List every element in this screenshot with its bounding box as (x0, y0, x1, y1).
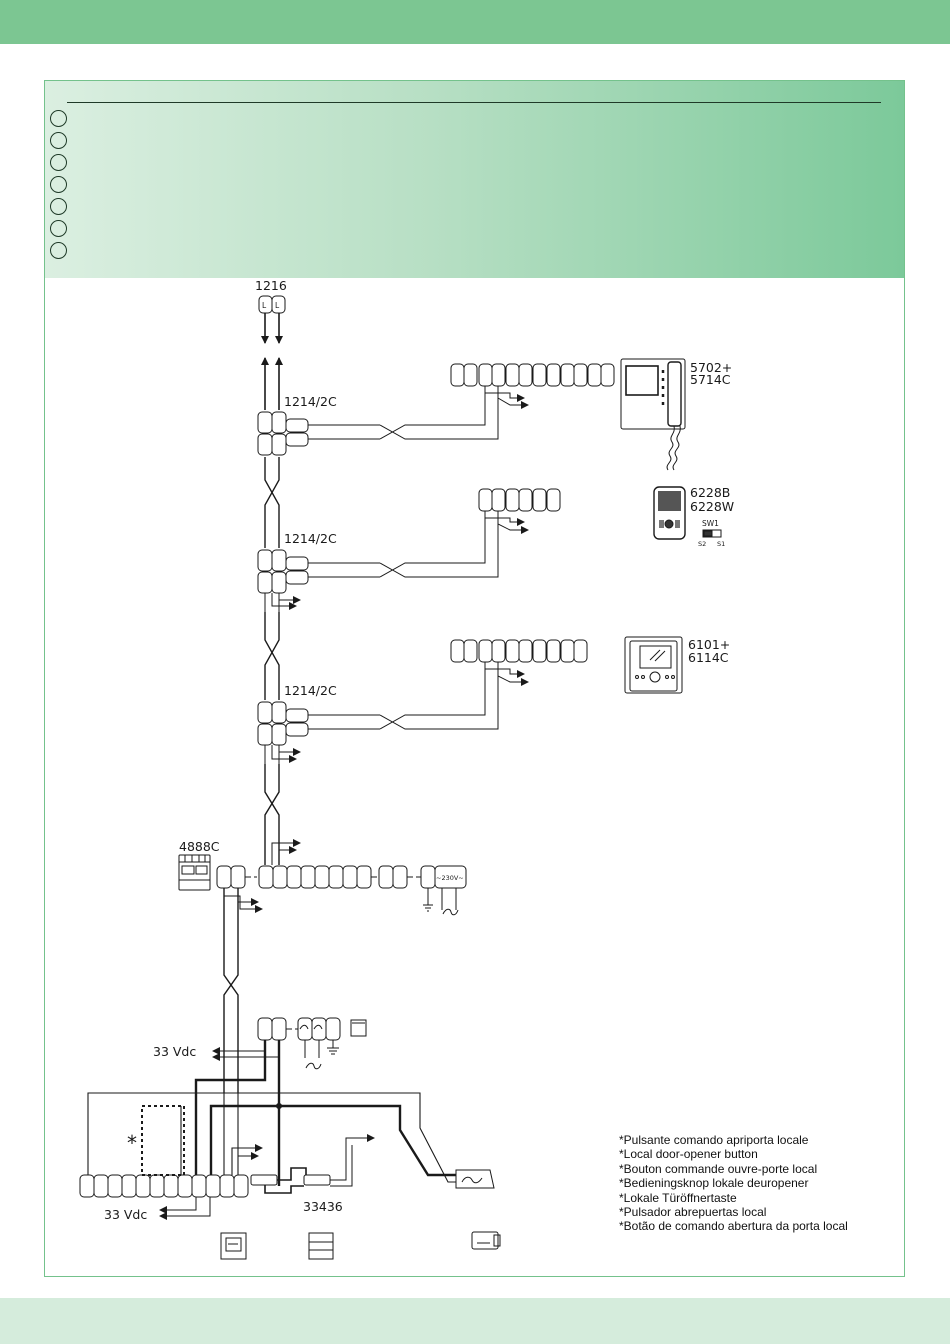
monitor-2-terminals (478, 488, 561, 534)
language-marker-1 (50, 110, 67, 127)
code-distributor-3: 1214/2C (284, 683, 337, 698)
code-module-33436: 33436 (303, 1199, 343, 1214)
code-distributor-1: 1214/2C (284, 394, 337, 409)
power-supply-4888c-icon (178, 854, 211, 891)
entrance-panel-icon (220, 1232, 247, 1260)
power-supply-terminals (216, 839, 467, 916)
door-lock-icon (455, 1169, 495, 1189)
language-marker-4 (50, 176, 67, 193)
code-1216: 1216 (255, 278, 287, 293)
bottom-band (0, 1298, 950, 1344)
vdc-lower-label: 33 Vdc (104, 1207, 147, 1222)
code-monitor-1b: 5714C (690, 372, 731, 387)
lower-bus (223, 888, 239, 1093)
distributor-block-1 (257, 390, 499, 456)
top-unit-1216 (258, 295, 286, 410)
language-marker-2 (50, 132, 67, 149)
monitor-6228-icon (653, 486, 722, 540)
switch-s1-label: S1 (717, 540, 725, 548)
bus-thick-wiring (194, 1040, 456, 1186)
top-band (0, 0, 950, 44)
distributor-block-2 (257, 512, 499, 612)
transformer-block (212, 1017, 367, 1070)
code-distributor-2: 1214/2C (284, 531, 337, 546)
language-marker-7 (50, 242, 67, 259)
header-banner (45, 81, 904, 278)
note-line: *Pulsante comando apriporta locale (619, 1133, 809, 1147)
code-monitor-3b: 6114C (688, 650, 729, 665)
switch-s2-label: S2 (698, 540, 706, 548)
terminal-1216-a: L (262, 301, 267, 310)
monitor-6101-icon (624, 636, 683, 694)
language-marker-5 (50, 198, 67, 215)
code-monitor-2b: 6228W (690, 499, 734, 514)
local-button-star: * (127, 1131, 137, 1155)
distributor-block-3 (257, 662, 499, 764)
notes-block: *Pulsante comando apriporta locale *Loca… (619, 1133, 848, 1234)
note-line: *Bedieningsknop lokale deuropener (619, 1176, 809, 1191)
switch-sw1-label: SW1 (702, 519, 719, 528)
note-line: *Pulsador abrepuertas local (619, 1205, 767, 1220)
mains-label: ~230V~ (436, 874, 464, 882)
riser-bus (264, 457, 280, 865)
bus-thin-wiring (87, 1092, 456, 1183)
note-line: *Local door-opener button (619, 1147, 758, 1162)
language-marker-3 (50, 154, 67, 171)
text-labels: 1216 L L 1214/2C 1214/2C 1214/2C 5702+ 5… (104, 278, 734, 1222)
note-line: *Bouton commande ouvre-porte local (619, 1161, 818, 1176)
note-line: *Lokale Türöffnertaste (619, 1190, 737, 1205)
terminal-1216-b: L (275, 301, 280, 310)
code-monitor-2a: 6228B (690, 485, 730, 500)
note-line: *Botão de comando abertura da porta loca… (619, 1219, 848, 1234)
code-monitor-3a: 6101+ (688, 637, 730, 652)
module-33436 (250, 1134, 375, 1194)
monitor-5702-icon (620, 358, 686, 471)
lock-device-icon (471, 1231, 501, 1250)
code-power-supply: 4888C (179, 839, 220, 854)
language-marker-6 (50, 220, 67, 237)
monitor-1-terminals (450, 363, 615, 409)
diagram-panel (44, 80, 905, 1277)
vdc-upper-label: 33 Vdc (153, 1044, 196, 1059)
door-panel-terminals (79, 1174, 249, 1220)
module-frame-icon (308, 1232, 334, 1260)
header-rule (67, 102, 881, 103)
code-monitor-1a: 5702+ (690, 360, 732, 375)
monitor-3-terminals (450, 639, 588, 686)
